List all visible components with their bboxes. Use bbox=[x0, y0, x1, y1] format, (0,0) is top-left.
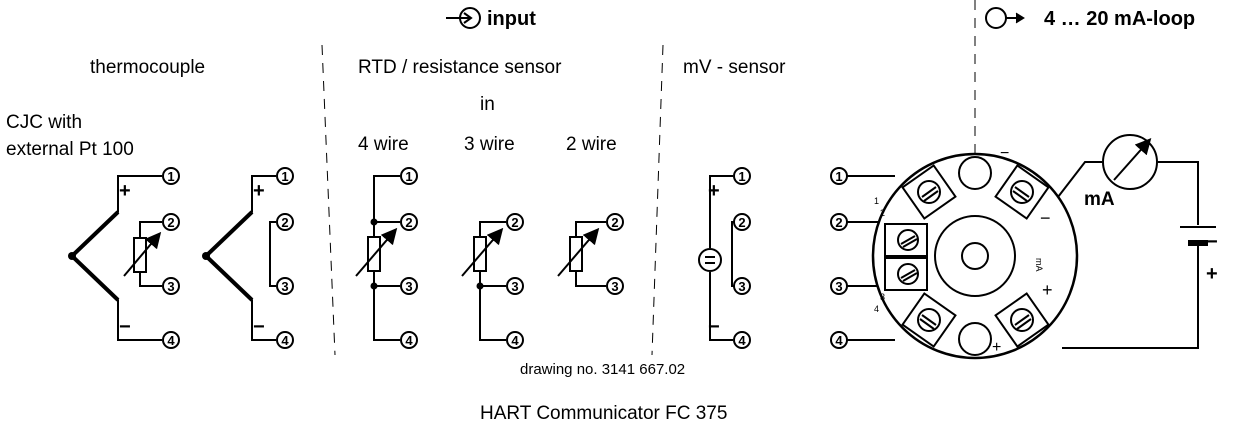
terminal-number: 4 bbox=[835, 333, 843, 348]
head-pin-number: 4 bbox=[874, 304, 879, 314]
rtd-2wire-circuit bbox=[557, 221, 606, 287]
drawing-number: drawing no. 3141 667.02 bbox=[520, 361, 685, 378]
ammeter-icon bbox=[1102, 134, 1158, 190]
transmitter-head: 1 2 3 4 mA + − − + bbox=[871, 145, 1079, 360]
terminal-number: 2 bbox=[167, 215, 174, 230]
terminal-group: 1 2 3 4 bbox=[733, 167, 751, 349]
section-in: in bbox=[480, 94, 495, 115]
cjc-label-line1: CJC with bbox=[6, 112, 82, 133]
center-ring bbox=[934, 215, 1016, 297]
terminal-number: 4 bbox=[405, 333, 413, 348]
polarity-minus: − bbox=[253, 316, 265, 338]
terminal-number: 1 bbox=[738, 169, 745, 184]
battery-icon bbox=[1180, 226, 1216, 262]
terminal-number: 3 bbox=[835, 279, 842, 294]
polarity-plus: + bbox=[708, 180, 720, 202]
cjc-label-line2: external Pt 100 bbox=[6, 139, 134, 160]
terminal-number: 4 bbox=[738, 333, 746, 348]
footer-label: HART Communicator FC 375 bbox=[480, 403, 727, 424]
meter-label: mA bbox=[1084, 189, 1115, 210]
head-ma-mark: mA bbox=[1034, 258, 1044, 272]
wire-label-3: 3 wire bbox=[464, 134, 515, 155]
screw-heads bbox=[897, 180, 1034, 332]
terminal-number: 3 bbox=[738, 279, 745, 294]
terminal-number: 3 bbox=[611, 279, 618, 294]
terminal-number: 3 bbox=[511, 279, 518, 294]
terminal-number: 2 bbox=[511, 215, 518, 230]
terminal-number: 2 bbox=[405, 215, 412, 230]
head-pin-number: 1 bbox=[874, 196, 879, 206]
head-minus-mark-top: − bbox=[1000, 145, 1009, 162]
center-hole bbox=[961, 242, 989, 270]
terminal-group: 1 2 3 4 bbox=[400, 167, 418, 349]
wire-label-2: 2 wire bbox=[566, 134, 617, 155]
divider-rtd-mv bbox=[651, 44, 664, 356]
thermocouple-circuit bbox=[204, 175, 276, 341]
terminal-group: 1 2 3 4 bbox=[162, 167, 180, 349]
junction-dot bbox=[370, 282, 378, 290]
section-dividers bbox=[321, 0, 976, 356]
mv-sensor-circuit bbox=[698, 175, 742, 341]
polarity-plus: + bbox=[253, 180, 265, 202]
polarity-plus: + bbox=[119, 180, 131, 202]
terminal-number: 2 bbox=[738, 215, 745, 230]
terminal-number: 4 bbox=[167, 333, 175, 348]
terminal-number: 1 bbox=[405, 169, 412, 184]
terminal-number: 2 bbox=[611, 215, 618, 230]
terminal-number: 1 bbox=[167, 169, 174, 184]
terminal-number: 1 bbox=[835, 169, 842, 184]
terminal-number: 3 bbox=[405, 279, 412, 294]
junction-dot bbox=[68, 252, 76, 260]
rtd-3wire-circuit bbox=[461, 221, 506, 341]
divider-thermo-rtd bbox=[321, 44, 336, 356]
transmitter-terminal-labels: 1 2 3 4 bbox=[830, 167, 848, 349]
head-pin-number: 2 bbox=[880, 208, 885, 218]
head-plus-mark-bottom: + bbox=[992, 339, 1001, 356]
rtd-4wire-circuit bbox=[355, 175, 400, 341]
output-icon bbox=[985, 7, 1025, 29]
polarity-minus: − bbox=[119, 316, 131, 338]
terminal-group: 2 3 4 bbox=[506, 213, 524, 349]
terminal-number: 4 bbox=[281, 333, 289, 348]
terminal-group: 2 3 bbox=[606, 213, 624, 295]
input-label: input bbox=[487, 8, 536, 30]
mount-hole-bottom bbox=[958, 322, 992, 356]
section-thermocouple: thermocouple bbox=[90, 57, 205, 78]
battery-minus: − bbox=[1206, 231, 1218, 253]
polarity-minus: − bbox=[708, 316, 720, 338]
head-plus-mark: + bbox=[1042, 280, 1053, 300]
terminal-number: 4 bbox=[511, 333, 519, 348]
output-loop bbox=[1057, 161, 1199, 349]
junction-dot bbox=[202, 252, 210, 260]
wire-label-4: 4 wire bbox=[358, 134, 409, 155]
terminal-group: 1 2 3 4 bbox=[276, 167, 294, 349]
section-mv: mV - sensor bbox=[683, 57, 786, 78]
head-pin-number: 3 bbox=[880, 292, 885, 302]
terminal-number: 2 bbox=[281, 215, 288, 230]
thermocouple-cjc-circuit bbox=[70, 175, 162, 341]
terminal-number: 3 bbox=[281, 279, 288, 294]
junction-dot bbox=[370, 218, 378, 226]
head-minus-mark: − bbox=[1040, 208, 1051, 228]
junction-dot bbox=[476, 282, 484, 290]
terminal-number: 2 bbox=[835, 215, 842, 230]
terminal-number: 1 bbox=[281, 169, 288, 184]
output-label: 4 … 20 mA-loop bbox=[1044, 8, 1195, 30]
section-rtd: RTD / resistance sensor bbox=[358, 57, 562, 78]
input-icon bbox=[446, 7, 481, 29]
terminal-number: 3 bbox=[167, 279, 174, 294]
mount-hole-top bbox=[958, 156, 992, 190]
battery-plus: + bbox=[1206, 263, 1218, 285]
